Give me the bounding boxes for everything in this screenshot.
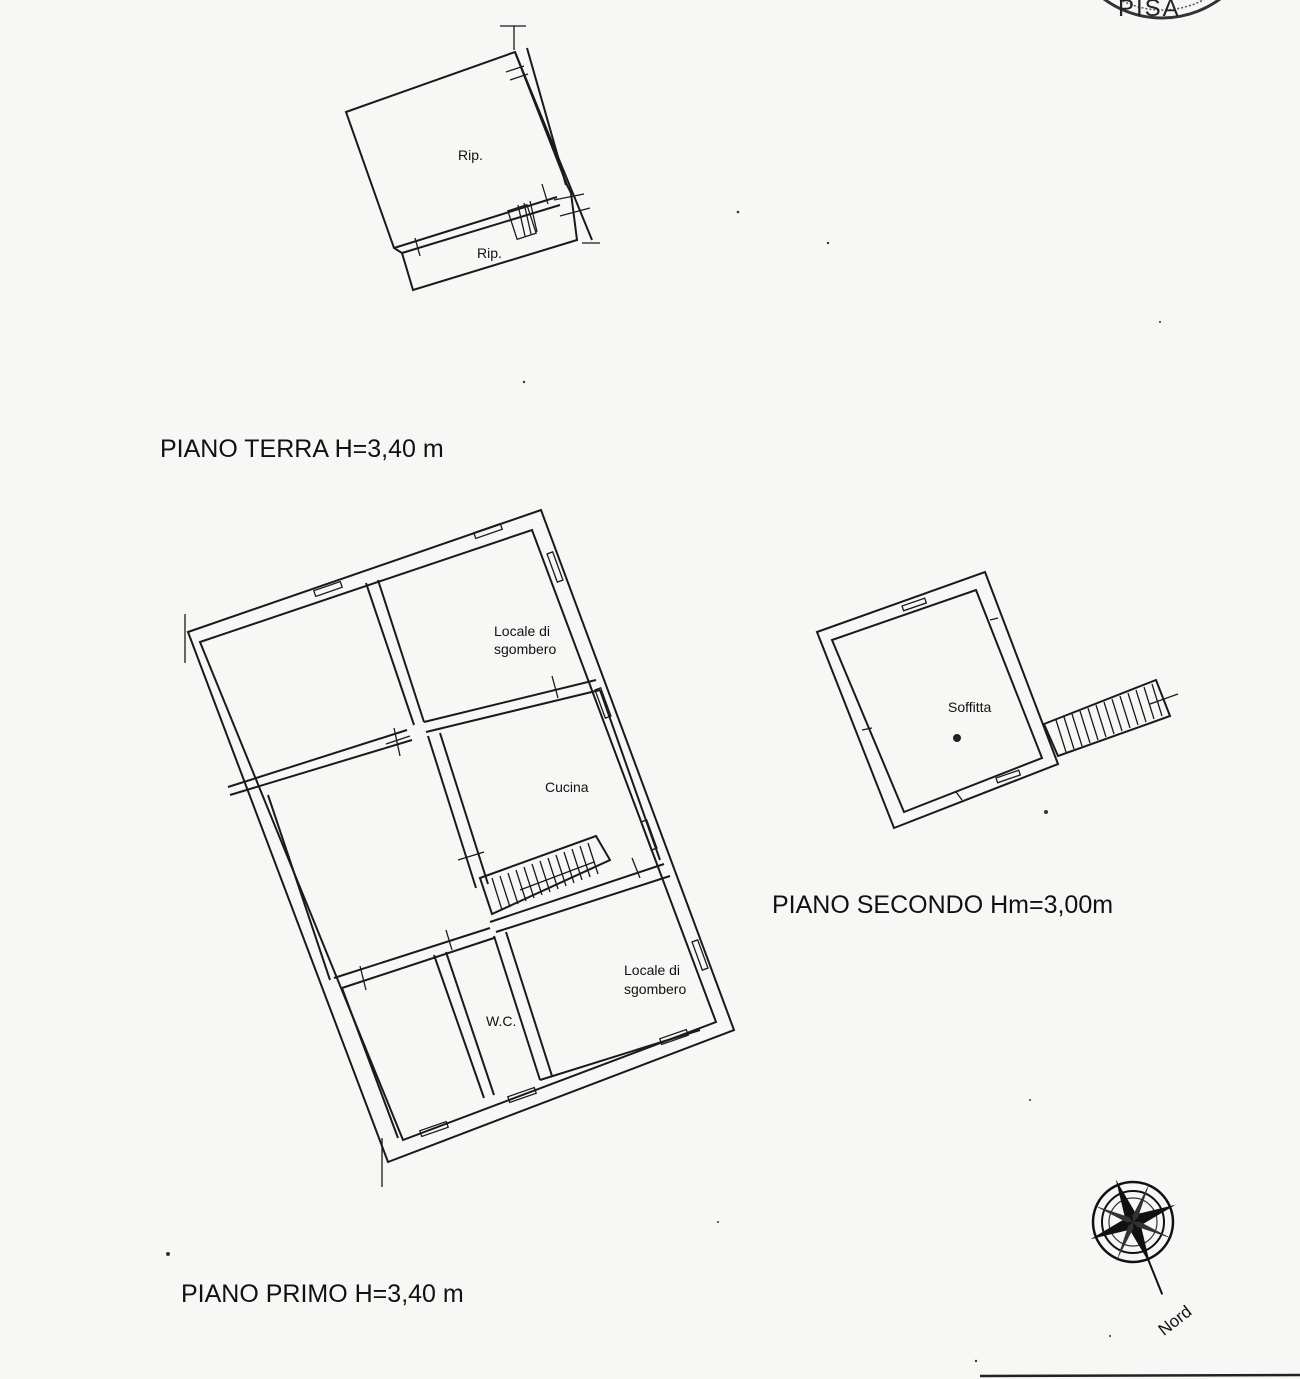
scan-specks <box>166 210 1161 1363</box>
room-label-rip-1: Rip. <box>458 147 483 163</box>
ground-floor-title: PIANO TERRA H=3,40 m <box>160 435 444 463</box>
first-floor-title: PIANO PRIMO H=3,40 m <box>181 1280 464 1308</box>
compass-label: Nord <box>1155 1302 1196 1340</box>
room-label-soffitta: Soffitta <box>948 699 992 715</box>
first-floor-plan: Locale di sgombero Cucina W.C. Locale di… <box>184 508 736 1187</box>
second-floor-plan: Soffitta <box>815 570 1179 830</box>
stair-treads-first <box>491 842 599 911</box>
chimney-dot <box>953 734 961 742</box>
room-label-locale-sgombero-1a: Locale di <box>494 623 550 639</box>
second-floor-title: PIANO SECONDO Hm=3,00m <box>772 891 1113 919</box>
stair-treads-second <box>1055 683 1179 753</box>
room-label-locale-sgombero-2b: sgombero <box>624 981 686 997</box>
compass-rose-icon <box>1090 1179 1176 1295</box>
room-label-locale-sgombero-2a: Locale di <box>624 962 680 978</box>
room-label-wc: W.C. <box>486 1013 516 1029</box>
sheet-bottom-edge <box>979 1373 1300 1378</box>
room-label-rip-2: Rip. <box>477 245 502 261</box>
room-label-locale-sgombero-1b: sgombero <box>494 641 556 657</box>
room-label-cucina: Cucina <box>545 779 589 795</box>
stamp-text: PISA <box>1118 0 1181 22</box>
ground-floor-plan: Rip. Rip. <box>344 25 600 292</box>
stamp-seal: PISA <box>1102 0 1222 22</box>
